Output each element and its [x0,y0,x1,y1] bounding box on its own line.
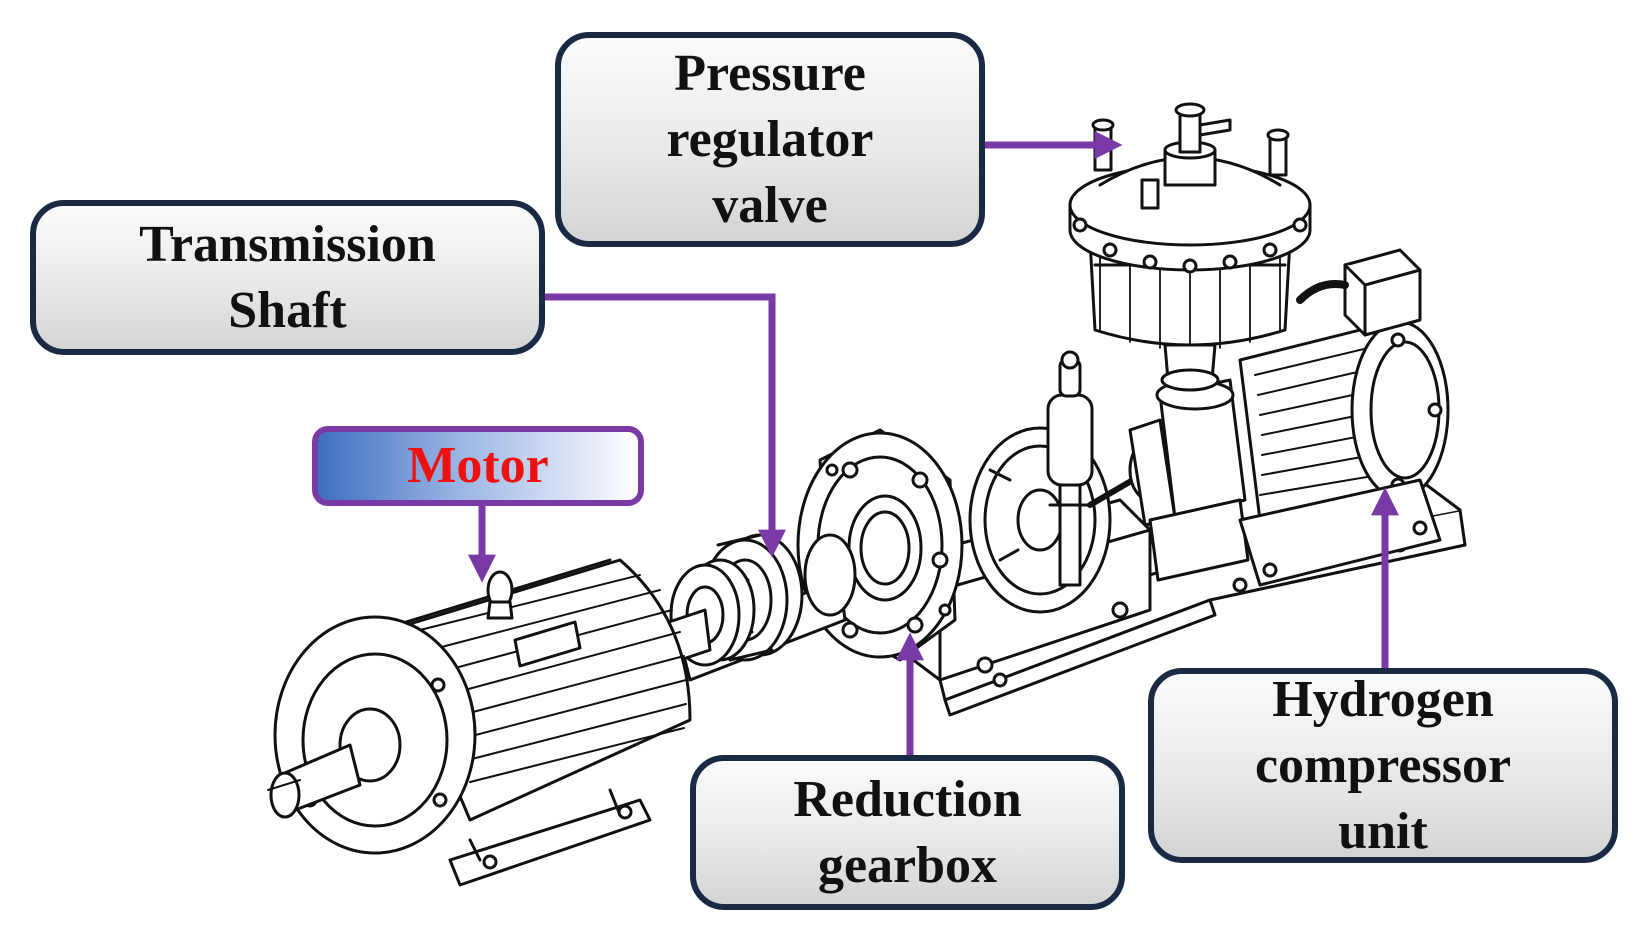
pressure-regulator-label-box: Pressure regulator valve [555,32,985,247]
reduction-gearbox-label: Reduction gearbox [793,770,1022,894]
arrow-to-transmission-shaft [545,293,786,558]
hydrogen-compressor-label-box: Hydrogen compressor unit [1148,668,1618,863]
pressure-regulator-valve [1068,102,1312,392]
reduction-gearbox-label-box: Reduction gearbox [690,755,1125,910]
coupling-and-shaft [658,533,857,682]
electric-motor [267,558,692,887]
motor-label: Motor [407,437,549,494]
transmission-shaft-label-box: Transmission Shaft [30,200,545,355]
hydrogen-compressor-label: Hydrogen compressor unit [1254,670,1512,860]
transmission-shaft-label: Transmission Shaft [139,215,436,339]
pressure-regulator-label: Pressure regulator valve [666,44,874,234]
motor-label-box: Motor [312,426,644,506]
compressor-cylinder [1128,378,1250,582]
